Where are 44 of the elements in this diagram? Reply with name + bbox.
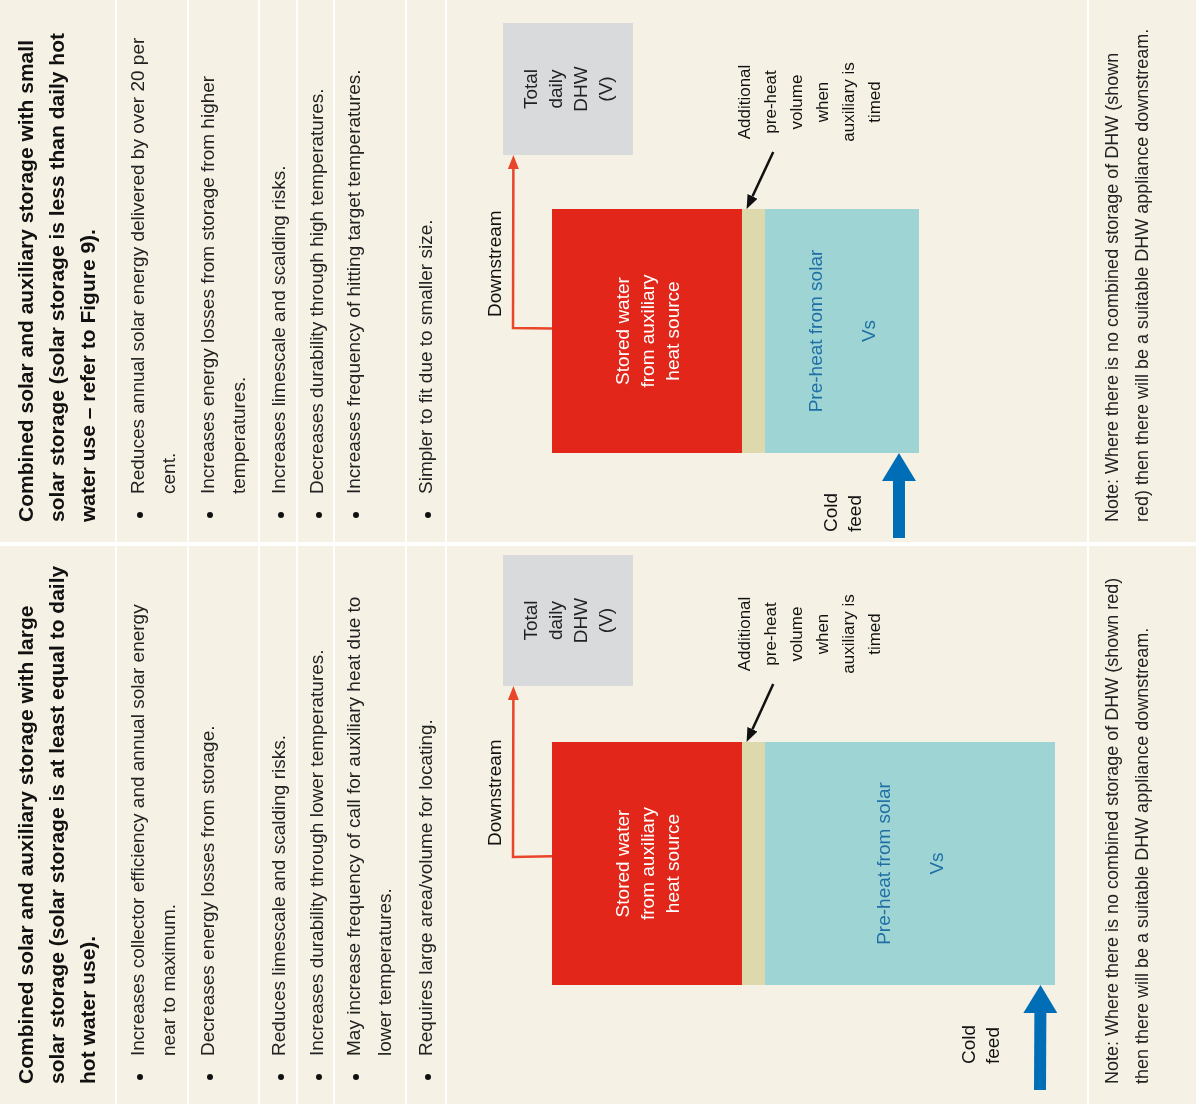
- preheat-band: [742, 742, 765, 985]
- block-label: Pre-heat from solar: [804, 249, 827, 413]
- storage-block: [552, 742, 742, 985]
- note-text: Note: Where there is no combined storage of DHW (shown red) then there will be a suitable DHW appliance downstream.: [1101, 27, 1153, 522]
- storage-block: [552, 209, 742, 453]
- bullet-item: Decreases durability through high temperatures.: [305, 87, 328, 494]
- bullet-item: Reduces annual solar energy delivered by over 20 per cent.: [126, 36, 180, 494]
- bullet-item: Increases collector efficiency and annual solar energy near to maximum.: [126, 603, 180, 1056]
- arrow: [507, 158, 552, 330]
- volume-box: [503, 23, 633, 155]
- preheat-block: [765, 742, 1055, 985]
- preheat-block: [765, 209, 919, 453]
- bullet-item: Increases limescale and scalding risks.: [267, 164, 290, 494]
- bullet-item: May increase frequency of call for auxiliary heat due to lower temperatures.: [342, 595, 396, 1056]
- preheat-band: [742, 209, 765, 453]
- block-label: Vs: [857, 319, 880, 343]
- block-label: Pre-heat from solar: [872, 782, 895, 945]
- block-label: Total daily DHW (V): [519, 596, 617, 646]
- arrow: [1026, 985, 1055, 1091]
- bullet-item: Increases energy losses from storage from higher temperatures.: [196, 74, 250, 494]
- leader-line: [747, 151, 775, 207]
- block-label: Vs: [925, 852, 948, 875]
- edge-label: Cold feed: [957, 1023, 1004, 1064]
- column-heading: Combined solar and auxiliary storage with small solar storage (solar storage is less than daily hot water use – refer to Figure 9).: [13, 32, 100, 522]
- column-heading: Combined solar and auxiliary storage with large solar storage (solar storage is at least equal to daily hot water use).: [13, 564, 100, 1084]
- edge-label: Downstream: [483, 210, 506, 317]
- arrow: [885, 453, 913, 538]
- block-label: Additional pre-heat volume when auxiliary is timed: [734, 593, 885, 676]
- volume-box: [503, 555, 633, 686]
- block-label: Stored water from auxiliary heat source: [610, 273, 684, 390]
- bullet-item: Simpler to fit due to smaller size.: [414, 218, 437, 494]
- note-text: Note: Where there is no combined storage of DHW (shown red) then there will be a suitable DHW appliance downstream.: [1101, 576, 1153, 1084]
- edge-label: Downstream: [483, 739, 506, 846]
- bullet-item: Increases frequency of hitting target temperatures.: [342, 68, 365, 494]
- edge-label: Cold feed: [819, 491, 866, 532]
- block-label: Total daily DHW (V): [519, 65, 617, 114]
- arrow: [507, 689, 553, 859]
- bullet-item: Increases durability through lower temperatures.: [305, 648, 328, 1056]
- bullet-item: Reduces limescale and scalding risks.: [267, 733, 290, 1056]
- block-label: Stored water from auxiliary heat source: [610, 806, 684, 922]
- bullet-item: Requires large area/volume for locating.: [414, 718, 437, 1056]
- leader-line: [747, 683, 775, 740]
- block-label: Additional pre-heat volume when auxiliary is timed: [734, 61, 885, 144]
- bullet-item: Decreases energy losses from storage.: [196, 724, 219, 1056]
